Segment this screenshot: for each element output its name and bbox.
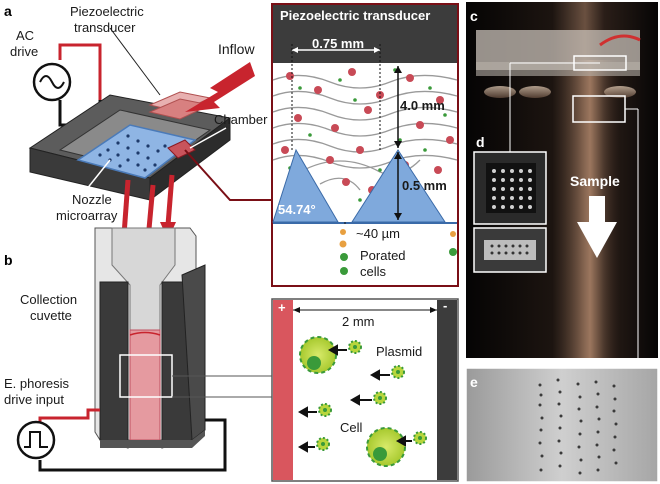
photo-panel-c	[465, 2, 659, 483]
panel-label-b: b	[4, 252, 13, 268]
porated-label-line2: cells	[360, 264, 387, 279]
cell-label: Cell	[340, 420, 363, 435]
panel-label-c: c	[470, 8, 478, 24]
porated-label-line1: Porated	[360, 248, 406, 263]
nozzle-dots	[98, 134, 167, 172]
panel-label-a: a	[4, 3, 12, 19]
electrode-left	[99, 281, 129, 449]
cuvette-drawing	[16, 227, 272, 472]
inflow-label: Inflow	[218, 41, 255, 57]
inset-angle-label: 54.74°	[278, 202, 316, 217]
inset-gap-label: ~40 µm	[356, 226, 400, 241]
piezo-label-line1: Piezoelectric	[70, 4, 144, 19]
inflow-arrow	[185, 62, 255, 112]
chamber	[167, 139, 196, 159]
nozzle-chip-holes	[490, 244, 529, 255]
ac-label-line2: drive	[10, 44, 39, 59]
migration-arrows	[297, 344, 412, 453]
inset-piezo-bar	[273, 5, 457, 63]
ephoresis-wire-red	[38, 408, 100, 422]
plasmid-label: Plasmid	[376, 344, 423, 359]
nozzle-leader	[77, 159, 111, 201]
inset-electrophoresis	[271, 298, 459, 482]
nozzle-label-line1: Nozzle	[72, 192, 112, 207]
sample-arrow	[577, 196, 617, 258]
streamlines	[272, 74, 458, 191]
inset-leader	[184, 149, 272, 201]
piezo-label-line2: transducer	[74, 20, 136, 35]
meniscus	[129, 331, 161, 336]
panel-label-d: d	[476, 134, 485, 150]
sine-wave-icon	[39, 75, 65, 89]
sample-channel	[129, 329, 161, 441]
nozzle-microarray	[76, 124, 197, 179]
chamber-label: Chamber	[214, 112, 268, 127]
gap-width-label: 2 mm	[342, 314, 375, 329]
stream-photo-e	[465, 367, 659, 483]
collection-label-line2: cuvette	[30, 308, 72, 323]
inset-width-label: 0.75 mm	[312, 36, 365, 51]
ephoresis-wire-black	[38, 418, 227, 472]
panel-label-e: e	[470, 374, 478, 390]
sample-label: Sample	[570, 173, 620, 189]
chamber-leader	[189, 127, 227, 149]
negative-electrode	[437, 300, 457, 480]
positive-sign: +	[278, 300, 286, 315]
ephoresis-label-line2: drive input	[4, 392, 64, 407]
inset-title: Piezoelectric transducer	[280, 8, 431, 23]
pulse-source-icon	[16, 420, 56, 460]
negative-sign: -	[443, 298, 448, 313]
plasmids	[316, 340, 427, 451]
inset-height-top-label: 4.0 mm	[400, 98, 445, 113]
stream-droplets	[538, 378, 618, 475]
ac-wire-red	[58, 43, 102, 100]
porated-droplets	[339, 229, 457, 275]
inset-height-nozzle-label: 0.5 mm	[402, 178, 447, 193]
piezo-leader	[109, 27, 161, 96]
inset-ephoresis-frame	[271, 298, 459, 482]
nozzle-label-line2: microarray	[56, 208, 118, 223]
cuvette-base	[100, 430, 205, 448]
nozzle-array-dots	[492, 169, 532, 209]
positive-electrode	[273, 300, 293, 480]
collection-label-line1: Collection	[20, 292, 78, 307]
nozzle-base-line	[273, 222, 457, 224]
square-pulse-icon	[24, 431, 48, 448]
ephoresis-label-line1: E. phoresis	[4, 376, 70, 391]
device-clamp	[476, 30, 640, 70]
ephoresis-cells	[299, 336, 406, 467]
ac-label-line1: AC	[16, 28, 35, 43]
inset-nozzle	[271, 3, 459, 287]
